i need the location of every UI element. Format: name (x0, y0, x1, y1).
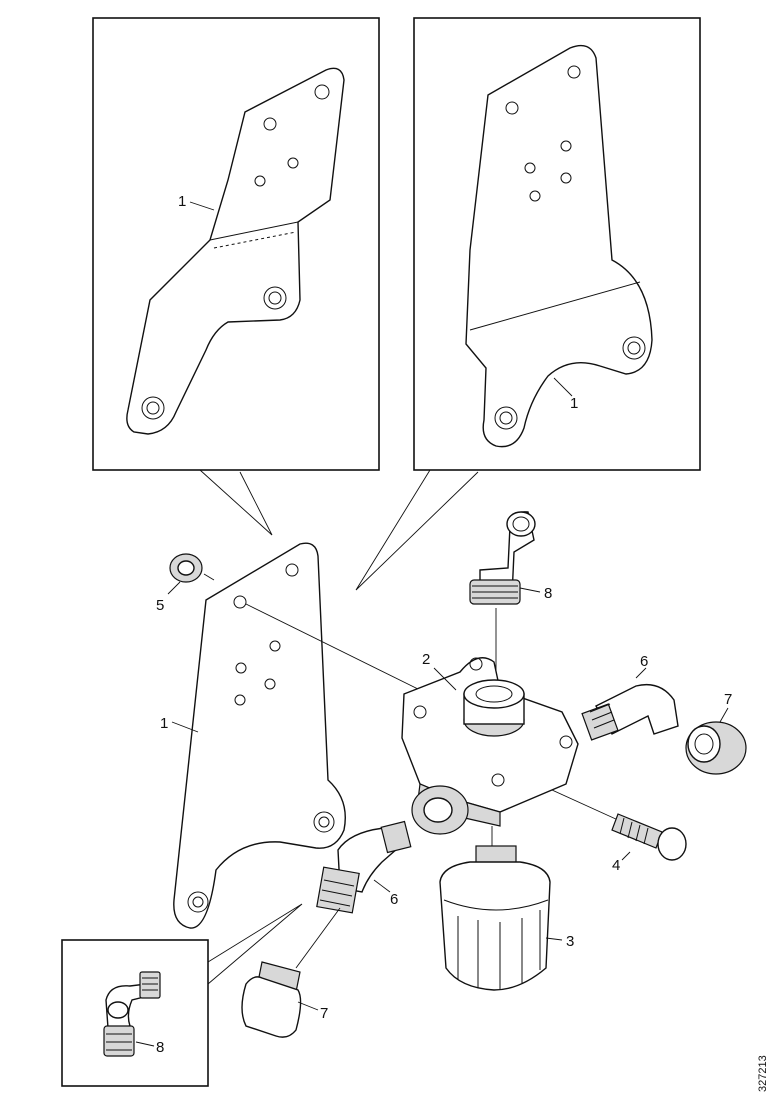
union-nut-icon (685, 721, 747, 775)
bracket-plate-left-inset-icon (126, 67, 345, 435)
inset-left-frame (92, 17, 380, 471)
inset-right-frame (413, 17, 701, 471)
right-elbow-6-group: 6 (581, 653, 679, 741)
lower-elbow-6-group: 6 (295, 820, 412, 969)
bolt-4-group: 4 (611, 813, 687, 874)
main-bracket-assembly: 1 (160, 542, 641, 929)
bolt-icon (611, 813, 687, 861)
callout-1-main: 1 (160, 715, 168, 732)
callout-4: 4 (612, 857, 620, 874)
callout-7-lower: 7 (320, 1005, 328, 1022)
callout-8-inset: 8 (156, 1039, 164, 1056)
callout-6-lower: 6 (390, 891, 398, 908)
filter-bowl-icon (439, 845, 551, 991)
valve-body-icon (401, 657, 579, 835)
callout-5: 5 (156, 597, 164, 614)
callout-1-right-inset: 1 (570, 395, 578, 412)
callout-3: 3 (566, 933, 574, 950)
callout-7-upper: 7 (724, 691, 732, 708)
inset-bottom-left-view: 8 (61, 903, 303, 1087)
valve-body-2-group: 2 (401, 608, 579, 846)
union-nut-7-upper-group: 7 (685, 691, 747, 775)
callout-1-left-inset: 1 (178, 193, 186, 210)
connector-icon (241, 961, 302, 1038)
lower-connector-7-group: 7 (241, 961, 328, 1038)
elbow-fitting-inset-icon (103, 971, 161, 1057)
callout-2: 2 (422, 651, 430, 668)
bracket-plate-right-inset-icon (465, 44, 653, 448)
callout-8-upper: 8 (544, 585, 552, 602)
bracket-plate-main-icon (173, 542, 346, 929)
inset-bottom-left-frame (61, 939, 209, 1087)
inset-right-bracket-view: 1 (413, 17, 701, 471)
inset-pointers (199, 469, 479, 591)
elbow-fitting-lower-icon (316, 820, 412, 914)
callout-6-upper: 6 (640, 653, 648, 670)
inset-left-bracket-view: 1 (92, 17, 380, 471)
elbow-fitting-icon (469, 511, 536, 605)
nut-5-group: 5 (156, 553, 215, 614)
nut-icon (169, 553, 203, 583)
reference-code: 327213 (757, 1055, 769, 1092)
upper-elbow-8-group: 8 (469, 511, 552, 605)
elbow-fitting-right-icon (581, 683, 679, 741)
filter-bowl-3-group: 3 (439, 845, 574, 991)
